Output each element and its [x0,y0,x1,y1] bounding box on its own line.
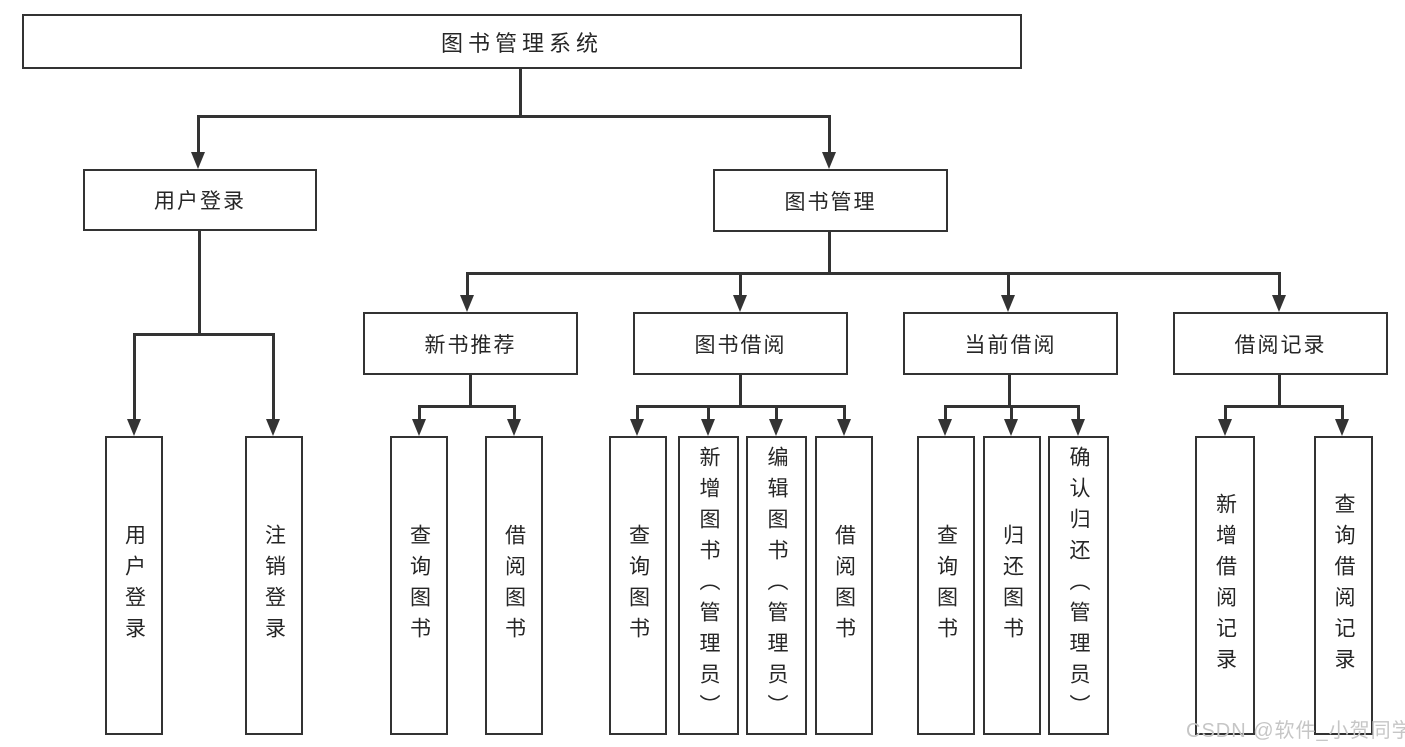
connector-root-bus [197,115,831,118]
connector-drop-book-borrowing [739,272,742,297]
connector-borrowing-bus [636,405,845,408]
connector-drop-new-book-recommendation [466,272,469,297]
connector-borrowing-trunk [739,375,742,407]
leaf-logout: 注销登录 [245,436,303,735]
node-user-login-label: 用户登录 [154,190,246,213]
node-current-borrowing-label: 当前借阅 [964,333,1057,357]
leaf-add-borrow-record: 新增借阅记录 [1195,436,1255,735]
arrow-down-query-books-recommend [412,419,426,436]
connector-drop-query-borrow-record [1341,405,1344,421]
arrow-down-leaf-user-login [127,419,141,436]
leaf-add-borrow-record-label: 新增借阅记录 [1213,492,1237,679]
arrow-down-confirm-return-admin [1071,419,1085,436]
connector-drop-add-borrow-record [1224,405,1227,421]
connector-drop-add-books-admin [707,405,710,421]
leaf-user-login-label: 用户登录 [122,523,146,648]
arrow-down-edit-books-admin [769,419,783,436]
arrow-down-book-borrowing [733,295,747,312]
leaf-query-books-recommend-label: 查询图书 [407,523,431,648]
leaf-confirm-return-admin: 确认归还（管理员） [1048,436,1109,735]
arrow-down-user-login [191,152,205,169]
connector-recommendation-bus [418,405,516,408]
leaf-query-borrow-record: 查询借阅记录 [1314,436,1373,735]
connector-drop-return-books [1010,405,1013,421]
leaf-query-books-current-label: 查询图书 [934,523,958,648]
connector-drop-query-books-borrowing [636,405,639,421]
node-book-management: 图书管理 [713,169,948,232]
connector-book-management-bus [466,272,1281,275]
connector-drop-confirm-return-admin [1077,405,1080,421]
leaf-query-books-borrowing-label: 查询图书 [626,523,650,648]
node-book-management-label: 图书管理 [784,190,877,214]
connector-drop-borrow-books-recommend [513,405,516,421]
connector-drop-borrow-books [843,405,846,421]
node-book-borrowing: 图书借阅 [633,312,848,375]
csdn-watermark: CSDN @软件_小贺同学 [1186,720,1405,742]
leaf-borrow-books: 借阅图书 [815,436,873,735]
arrow-down-new-book-recommendation [460,295,474,312]
leaf-user-login: 用户登录 [105,436,163,735]
connector-drop-leaf-user-login [133,333,136,420]
connector-records-bus [1224,405,1344,408]
node-root: 图书管理系统 [22,14,1022,69]
connector-book-management-trunk [828,232,831,275]
arrow-down-add-borrow-record [1218,419,1232,436]
arrow-down-query-borrow-record [1335,419,1349,436]
arrow-down-leaf-logout [266,419,280,436]
arrow-down-borrow-books [837,419,851,436]
node-borrowing-records-label: 借阅记录 [1234,333,1327,357]
connector-drop-user-login [197,115,200,154]
arrow-down-book-management [822,152,836,169]
node-user-login: 用户登录 [83,169,317,231]
leaf-return-books-label: 归还图书 [1000,523,1024,648]
node-borrowing-records: 借阅记录 [1173,312,1388,375]
connector-drop-query-books-recommend [418,405,421,421]
leaf-borrow-books-recommend: 借阅图书 [485,436,543,735]
node-new-book-recommendation: 新书推荐 [363,312,578,375]
connector-drop-borrowing-records [1278,272,1281,297]
connector-recommendation-trunk [469,375,472,407]
arrow-down-current-borrowing [1001,295,1015,312]
connector-records-trunk [1278,375,1281,407]
leaf-return-books: 归还图书 [983,436,1041,735]
connector-user-login-bus [133,333,275,336]
leaf-query-books-borrowing: 查询图书 [609,436,667,735]
arrow-down-borrowing-records [1272,295,1286,312]
connector-drop-current-borrowing [1007,272,1010,297]
connector-current-trunk [1008,375,1011,407]
connector-user-login-trunk [198,231,201,336]
node-current-borrowing: 当前借阅 [903,312,1118,375]
leaf-borrow-books-recommend-label: 借阅图书 [502,523,526,648]
leaf-add-books-admin: 新增图书（管理员） [678,436,739,735]
arrow-down-borrow-books-recommend [507,419,521,436]
connector-drop-query-books-current [944,405,947,421]
node-new-book-recommendation-label: 新书推荐 [424,333,517,357]
arrow-down-add-books-admin [701,419,715,436]
leaf-confirm-return-admin-label: 确认归还（管理员） [1067,446,1090,725]
connector-drop-edit-books-admin [775,405,778,421]
connector-drop-book-management [828,115,831,154]
node-root-label: 图书管理系统 [440,30,603,56]
leaf-edit-books-admin: 编辑图书（管理员） [746,436,807,735]
connector-drop-leaf-logout [272,333,275,420]
leaf-edit-books-admin-label: 编辑图书（管理员） [765,446,788,725]
arrow-down-query-books-current [938,419,952,436]
leaf-query-books-current: 查询图书 [917,436,975,735]
leaf-query-books-recommend: 查询图书 [390,436,448,735]
leaf-borrow-books-label: 借阅图书 [832,523,856,648]
leaf-query-borrow-record-label: 查询借阅记录 [1332,492,1355,679]
connector-root-trunk [519,69,522,118]
arrow-down-return-books [1004,419,1018,436]
arrow-down-query-books-borrowing [630,419,644,436]
leaf-add-books-admin-label: 新增图书（管理员） [697,446,720,725]
leaf-logout-label: 注销登录 [262,523,286,648]
node-book-borrowing-label: 图书借阅 [694,333,787,357]
